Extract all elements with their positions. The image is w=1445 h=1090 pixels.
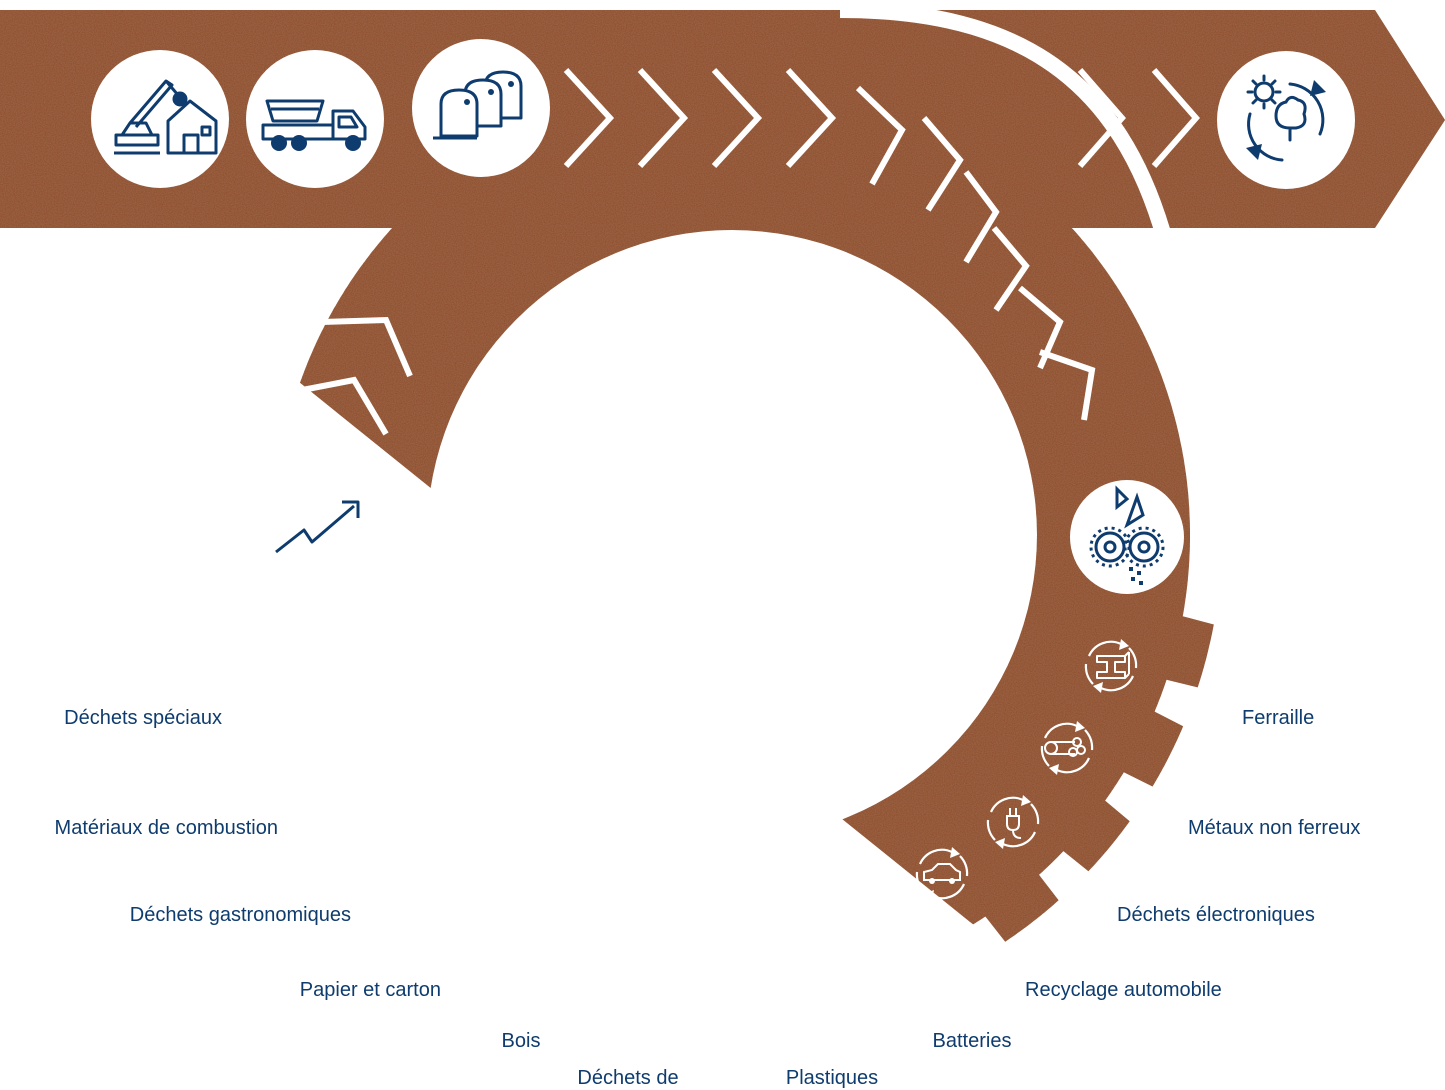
skull-crossbones-icon (327, 637, 381, 695)
label-ferraille: Ferraille (1242, 707, 1315, 729)
label-materiaux-de-combustion: Matériaux de combustion (54, 817, 278, 839)
gear-ring (300, 77, 1214, 942)
label-dechets-de: Déchets de (577, 1067, 679, 1089)
steel-beam-icon (1084, 637, 1138, 695)
cardboard-box-icon (491, 847, 545, 905)
fire-icon (364, 719, 418, 777)
separator-curve (839, 2, 1173, 243)
construction-waste-icon (659, 903, 713, 961)
label-batteries: Batteries (932, 1030, 1012, 1052)
rust-background (0, 10, 1445, 942)
metal-pipes-icon (1040, 719, 1094, 777)
label-papier-et-carton: Papier et carton (299, 979, 441, 1001)
wood-planks-icon (570, 881, 624, 939)
collection-containers-icon (412, 39, 550, 177)
apple-core-icon (419, 793, 473, 851)
label-plastiques: Plastiques (785, 1067, 879, 1089)
growth-chart-icon (249, 463, 387, 601)
demolition-icon (91, 50, 229, 188)
flow-chevrons (291, 67, 1200, 436)
label-dechets-gastronomiques: Déchets gastronomiques (129, 904, 351, 926)
skip-truck-icon (246, 50, 384, 188)
label-dechets-electroniques: Déchets électroniques (1117, 904, 1315, 926)
label-bois: Bois (501, 1030, 541, 1052)
circular-environment-icon (1217, 51, 1355, 189)
category-badges (327, 637, 1138, 961)
electric-plug-icon (986, 793, 1040, 851)
shredder-icon (1070, 480, 1184, 594)
label-dechets-speciaux: Déchets spéciaux (64, 707, 222, 729)
plastic-bottle-icon (743, 903, 797, 961)
car-icon (915, 845, 969, 903)
label-recyclage-automobile: Recyclage automobile (1025, 979, 1222, 1001)
battery-icon (833, 881, 887, 939)
label-metaux-non-ferreux: Métaux non ferreux (1188, 817, 1361, 839)
